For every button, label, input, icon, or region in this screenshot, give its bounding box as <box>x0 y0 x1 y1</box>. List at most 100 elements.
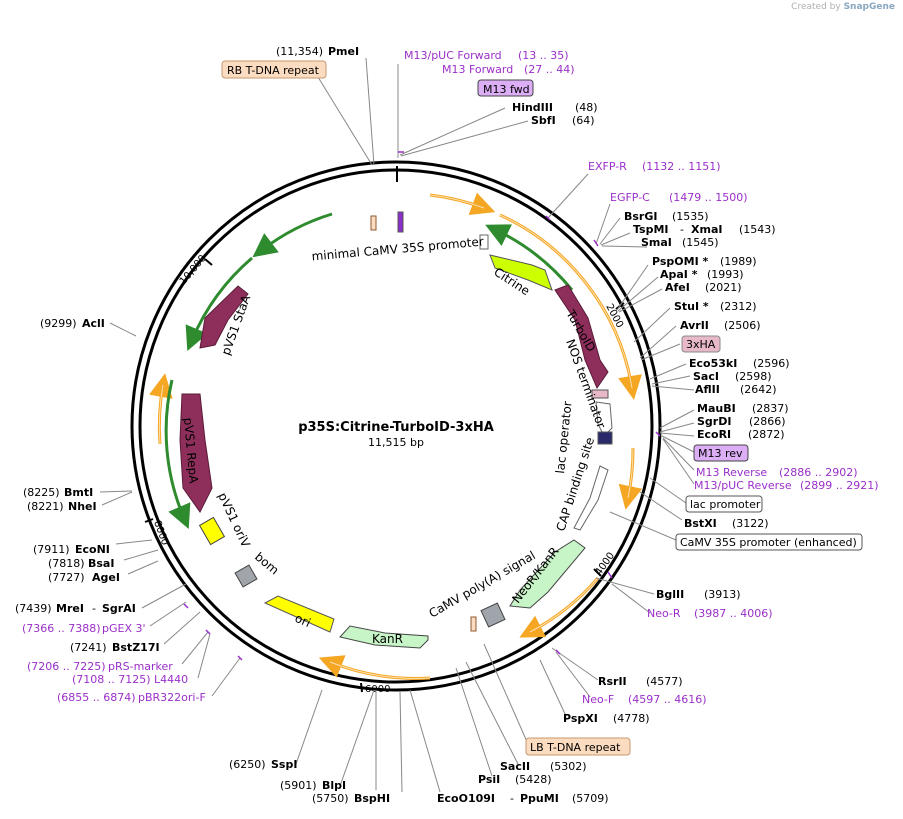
site-eco53ki-pos: (2596) <box>753 357 790 370</box>
site-pmei-pos: (11,354) <box>276 45 323 58</box>
site-bsphi-pos: (5750) <box>312 792 349 805</box>
site-bsai-pos: (7818) <box>48 557 85 570</box>
camv-polya-feature[interactable] <box>480 602 506 628</box>
rb-tdna-feature[interactable] <box>370 215 377 231</box>
box-m13rev-label: M13 rev <box>698 447 743 460</box>
lb-tdna-feature[interactable] <box>470 616 477 632</box>
site-nhei-pos: (8221) <box>27 500 64 513</box>
box-m13fwd[interactable]: M13 fwd <box>477 79 534 97</box>
site-agei-name: AgeI <box>92 571 120 584</box>
primer-l4440-range: (7108 .. 7125) <box>72 673 151 686</box>
site-bmti-name: BmtI <box>64 486 93 499</box>
bom-feature[interactable] <box>234 564 258 588</box>
primer-m13-fwd-name: M13 Forward <box>442 63 513 76</box>
site-sbfi-name: SbfI <box>531 114 556 127</box>
site-sgrdi-name: SgrDI <box>697 415 731 428</box>
site-psii-name: PsiI <box>478 773 500 786</box>
feature-label-lac-operator: lac operator <box>553 400 575 474</box>
site-pmei-name: PmeI <box>328 45 359 58</box>
site-rsrii-pos: (4577) <box>646 675 683 688</box>
cap-binding-arrow[interactable] <box>573 465 609 531</box>
feature-label-pvs1-repa: pVS1 RepA <box>181 417 201 485</box>
site-apai-pos: (1993) <box>707 268 744 281</box>
site-smai-name: SmaI <box>641 236 672 249</box>
box-lb-tdna[interactable]: LB T-DNA repeat <box>525 737 631 756</box>
primer-prs-marker-name: pRS-marker <box>108 660 173 673</box>
site-sacii-pos: (5302) <box>550 760 587 773</box>
site-bglii-name: BglII <box>656 588 684 601</box>
primer-egfp-c-range: (1479 .. 1500) <box>669 191 748 204</box>
m13rev-feature[interactable] <box>597 431 613 445</box>
primer-m13-rev-name: M13 Reverse <box>696 466 767 479</box>
site-econi-name: EcoNI <box>75 543 110 556</box>
site-tspmi-name: TspMI <box>633 223 669 236</box>
site-agei-pos: (7727) <box>48 571 85 584</box>
box-rb-tdna[interactable]: RB T-DNA repeat <box>221 60 327 79</box>
primer-neo-f-name: Neo-F <box>582 693 614 706</box>
pvs1-staa-arrow[interactable] <box>199 285 249 349</box>
box-lb-tdna-label: LB T-DNA repeat <box>530 741 621 754</box>
kanr-arrow[interactable] <box>339 625 429 649</box>
primer-exfp-r-range: (1132 .. 1151) <box>642 160 721 173</box>
site-ecoo109i-pos: (5709) <box>572 792 609 805</box>
site-aflii-name: AflII <box>695 383 720 396</box>
feature-label-minimal-camv: minimal CaMV 35S promoter <box>311 235 484 264</box>
box-lac-promoter[interactable]: lac promoter <box>685 495 763 513</box>
site-sgrdi-pos: (2866) <box>749 415 786 428</box>
site-afei-pos: (2021) <box>705 281 742 294</box>
citrine-arrow[interactable] <box>489 254 553 291</box>
feature-label-pvs1-oriv: pVS1 oriV <box>215 490 253 550</box>
primer-pbr322-name: pBR322ori-F <box>138 691 206 704</box>
site-pspomi-name: PspOMI * <box>652 255 709 268</box>
plasmid-name: p35S:Citrine-TurboID-3xHA <box>298 420 494 435</box>
site-acli-name: AclI <box>82 317 105 330</box>
pvs1-repa-arrow[interactable] <box>179 393 213 513</box>
box-camv-enhanced[interactable]: CaMV 35S promoter (enhanced) <box>675 533 863 551</box>
site-bsrgi-name: BsrGI <box>624 210 657 223</box>
site-mrei-name: MreI <box>56 602 84 615</box>
turboid-arrow[interactable] <box>554 284 609 390</box>
site-bmti-pos: (8225) <box>23 486 60 499</box>
box-m13fwd-label: M13 fwd <box>483 83 530 96</box>
site-saci-name: SacI <box>693 370 719 383</box>
site-ecori-name: EcoRI <box>697 428 731 441</box>
snapgene-watermark: Created by SnapGene <box>791 2 895 12</box>
site-rsrii-name: RsrII <box>598 675 627 688</box>
leader-lines <box>99 57 695 793</box>
primer-l4440-name: L4440 <box>154 673 188 686</box>
site-sbfi-pos: (64) <box>572 114 595 127</box>
tick-label-6000: 6000 <box>365 684 390 695</box>
site-sspi-pos: (6250) <box>229 758 266 771</box>
ori-arrow[interactable] <box>263 595 335 633</box>
site-pspomi-pos: (1989) <box>720 255 757 268</box>
feature-label-ori: ori <box>293 611 313 630</box>
site-eco53ki-name: Eco53kI <box>689 357 737 370</box>
m13fwd-feature[interactable] <box>397 211 404 233</box>
site-pspxi-pos: (4778) <box>613 712 650 725</box>
box-ha3[interactable]: 3xHA <box>681 335 721 353</box>
site-bglii-pos: (3913) <box>704 588 741 601</box>
feature-label-bom: bom <box>252 550 281 578</box>
pvs1-oriv-feature[interactable] <box>198 516 226 546</box>
site-sspi-name: SspI <box>271 758 297 771</box>
primer-neo-r-range: (3987 .. 4006) <box>694 607 773 620</box>
primer-exfp-r-name: EXFP-R <box>588 160 627 173</box>
site-maubi-pos: (2837) <box>752 402 789 415</box>
site-nhei-name: NheI <box>68 500 97 513</box>
site-hindiii-name: HindIII <box>512 101 553 114</box>
box-lac-promoter-label: lac promoter <box>690 498 761 511</box>
box-m13rev[interactable]: M13 rev <box>693 444 749 462</box>
box-rb-tdna-label: RB T-DNA repeat <box>227 64 320 77</box>
site-stui-name: StuI * <box>674 300 709 313</box>
site-pspxi-name: PspXI <box>563 712 598 725</box>
site-econi-pos: (7911) <box>33 543 70 556</box>
site-maubi-name: MauBI <box>697 402 736 415</box>
site-hindiii-pos: (48) <box>575 101 598 114</box>
box-camv-enhanced-label: CaMV 35S promoter (enhanced) <box>680 536 857 549</box>
neor-arrow[interactable] <box>509 539 586 609</box>
site-ecoo109i-name: EcoO109I <box>437 792 495 805</box>
minimal-camv-feature[interactable] <box>479 234 489 250</box>
ha3-feature[interactable] <box>591 389 609 399</box>
site-stui-pos: (2312) <box>720 300 757 313</box>
